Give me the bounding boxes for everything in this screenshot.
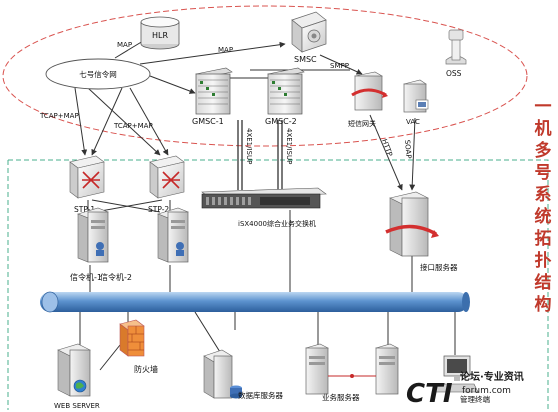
cti-logo: CTI [406, 379, 453, 409]
link-labels: MAP MAP SMPP TCAP+MAP TCAP+MAP 4XE1/ISUP… [39, 41, 413, 164]
oss-node: OSS [445, 29, 467, 78]
management-terminal-label: 管理终端 [460, 394, 490, 404]
no7-network-label: 七号信令网 [79, 69, 117, 79]
vertical-title-char: 结 [535, 272, 552, 293]
sms-gateway-label: 短信网关 [348, 119, 376, 128]
smpp-label: SMPP [330, 62, 349, 70]
isx4000-label: iSX4000综合业务交换机 [238, 219, 316, 228]
tcap-map-label-1: TCAP+MAP [39, 112, 79, 120]
watermark-line-2: forum.com [462, 386, 511, 396]
e1-isup-label-2: 4XE1/ISUP [285, 128, 293, 164]
signaling-machine-1-node: 信令机-1 [70, 207, 109, 282]
database-server-label: 数据库服务器 [238, 390, 283, 400]
database-server-node: 数据库服务器 [203, 349, 283, 400]
http-label: HTTP [380, 138, 394, 158]
service-servers-node: 业务服务器 [305, 343, 399, 402]
vertical-title-char: 多 [535, 140, 552, 161]
firewall-label: 防火墙 [134, 364, 158, 374]
cti-watermark: CTI 论坛·专业资讯 forum.com [406, 370, 524, 409]
core-network-boundary [2, 5, 528, 147]
management-terminal-node: 管理终端 [433, 355, 490, 404]
vac-label: VAC [406, 118, 420, 126]
map-label-1: MAP [117, 41, 132, 49]
stp1-label: STP-1 [74, 205, 95, 214]
gmsc1-node: GMSC-1 [192, 67, 233, 126]
web-server-node: WEB SERVER [54, 343, 100, 410]
connections [74, 37, 456, 371]
sms-gateway-node: 短信网关 [348, 71, 388, 128]
stp2-label: STP-2 [148, 205, 169, 214]
soap-label: SOAP [403, 139, 413, 158]
vertical-title-char: 号 [535, 163, 552, 183]
vac-node: VAC [403, 79, 429, 126]
oss-label: OSS [446, 69, 462, 78]
gmsc1-label: GMSC-1 [192, 117, 224, 126]
map-label-2: MAP [218, 46, 233, 54]
signaling-machine-1-label: 信令机-1 [70, 272, 102, 282]
vertical-title-char: 构 [535, 294, 552, 315]
tcap-map-label-2: TCAP+MAP [113, 122, 153, 130]
vertical-title-char: 一 [535, 97, 552, 117]
signaling-machine-2-node: 信令机-2 [100, 207, 189, 282]
interface-server-node: 接口服务器 [385, 191, 458, 272]
stp1-node: STP-1 [69, 155, 105, 214]
interface-server-label: 接口服务器 [420, 262, 458, 272]
stp2-node: STP-2 [148, 155, 185, 214]
smsc-node: SMSC [291, 11, 327, 64]
firewall-node: 防火墙 [119, 319, 158, 374]
hlr-node: HLR [140, 16, 180, 50]
isx4000-switch-node: iSX4000综合业务交换机 [201, 187, 327, 228]
smsc-label: SMSC [294, 55, 317, 64]
system-boundary [8, 159, 549, 410]
service-server-label: 业务服务器 [322, 392, 360, 402]
gmsc2-node: GMSC-2 [265, 67, 305, 126]
gmsc2-label: GMSC-2 [265, 117, 297, 126]
web-server-label: WEB SERVER [54, 402, 100, 410]
signaling-machine-2-label: 信令机-2 [100, 272, 132, 282]
no7-network-node: 七号信令网 [45, 58, 151, 90]
vertical-title-char: 机 [535, 118, 552, 139]
network-bus [40, 291, 470, 313]
vertical-title-char: 统 [535, 206, 552, 227]
vertical-title-char: 拓 [535, 229, 552, 249]
vertical-title-char: 扑 [535, 250, 552, 271]
vertical-title-char: 系 [535, 185, 552, 205]
hlr-label: HLR [152, 31, 168, 40]
watermark-line-1: 论坛·专业资讯 [460, 370, 524, 383]
e1-isup-label-1: 4XE1/ISUP [245, 128, 253, 164]
